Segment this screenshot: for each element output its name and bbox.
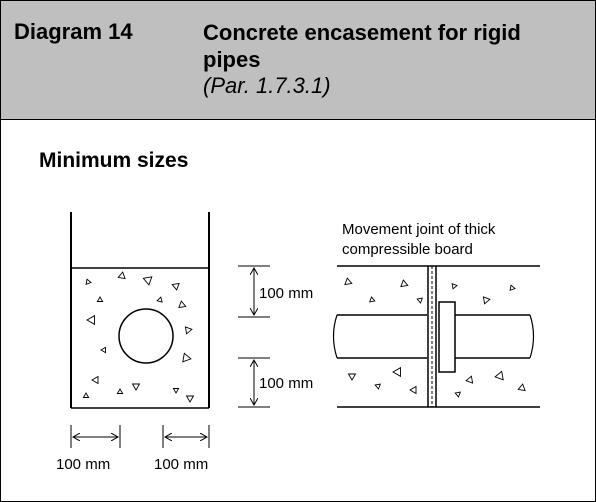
- aggregate-mark: [494, 370, 504, 381]
- aggregate-mark: [451, 283, 458, 290]
- aggregate-mark: [409, 385, 417, 395]
- longitudinal-section-view: Movement joint of thick compressible boa…: [332, 221, 540, 408]
- aggregate-mark: [172, 388, 180, 394]
- aggregate-mark: [91, 375, 99, 385]
- aggregate-texture-left: [82, 271, 195, 403]
- diagram-number: Diagram 14: [14, 19, 133, 44]
- pipe-break-ends: [332, 314, 535, 359]
- diagram-header: Diagram 14 Concrete encasement for rigid…: [1, 1, 595, 120]
- aggregate-mark: [142, 276, 153, 286]
- aggregate-mark: [454, 391, 461, 398]
- aggregate-mark: [100, 346, 106, 354]
- pipe-joint-collar: [438, 301, 456, 373]
- aggregate-mark: [400, 279, 409, 288]
- pipe-cross-section: [118, 308, 174, 364]
- movement-joint-label-line1: Movement joint of thick: [342, 221, 496, 238]
- diagram-title: Concrete encasement for rigid pipes: [203, 20, 521, 72]
- aggregate-mark: [85, 278, 92, 285]
- aggregate-mark: [171, 282, 180, 291]
- aggregate-mark: [517, 383, 526, 392]
- aggregate-mark: [96, 296, 104, 302]
- dim-label-top: 100 mm: [259, 285, 313, 302]
- aggregate-mark: [416, 297, 423, 304]
- vertical-dimensions: 100 mm 100 mm: [238, 265, 313, 408]
- dim-label-bottom: 100 mm: [259, 375, 313, 392]
- aggregate-mark: [184, 326, 193, 335]
- aggregate-mark: [369, 296, 376, 303]
- aggregate-texture-right: [344, 277, 526, 398]
- diagram-reference: (Par. 1.7.3.1): [203, 73, 331, 98]
- movement-joint-label-line2: compressible board: [342, 241, 473, 258]
- cross-section-view: [70, 212, 210, 409]
- section-subtitle: Minimum sizes: [39, 149, 189, 172]
- aggregate-mark: [131, 383, 141, 391]
- aggregate-mark: [374, 383, 381, 390]
- aggregate-mark: [185, 395, 195, 403]
- aggregate-mark: [344, 277, 353, 286]
- aggregate-mark: [82, 392, 90, 398]
- aggregate-mark: [465, 375, 474, 384]
- aggregate-mark: [182, 352, 192, 363]
- horizontal-dimensions: 100 mm 100 mm: [56, 425, 210, 473]
- pipe-outline: [337, 314, 530, 359]
- aggregate-mark: [347, 373, 357, 381]
- aggregate-mark: [156, 296, 163, 303]
- aggregate-mark: [178, 300, 187, 309]
- aggregate-mark: [509, 284, 516, 291]
- aggregate-mark: [116, 388, 124, 394]
- dim-label-right: 100 mm: [154, 456, 208, 473]
- aggregate-mark: [392, 366, 401, 378]
- aggregate-mark: [117, 271, 126, 280]
- aggregate-mark: [86, 314, 95, 326]
- aggregate-mark: [482, 296, 491, 305]
- dim-label-left: 100 mm: [56, 456, 110, 473]
